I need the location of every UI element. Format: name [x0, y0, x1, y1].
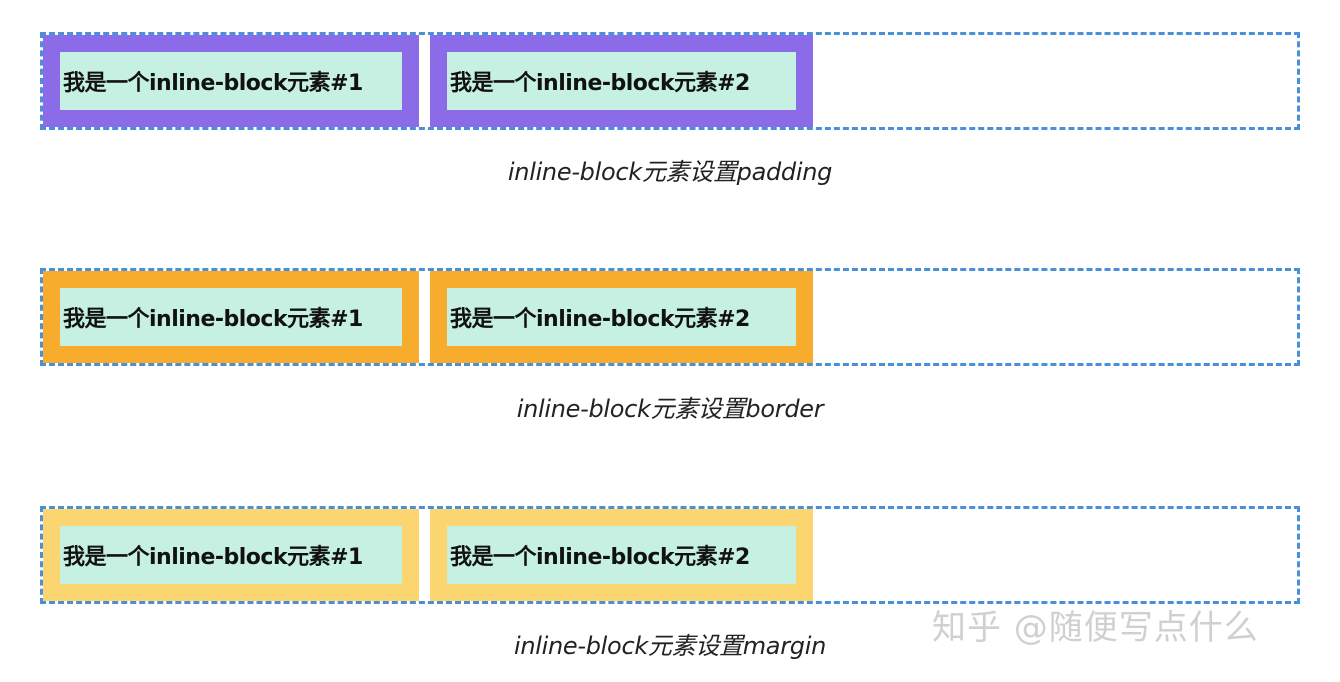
- inline-block-element-1: 我是一个inline-block元素#1: [43, 35, 419, 127]
- inline-block-element-2: 我是一个inline-block元素#2: [430, 509, 813, 601]
- inline-block-element-1: 我是一个inline-block元素#1: [43, 509, 419, 601]
- border-caption: inline-block元素设置border: [516, 395, 824, 423]
- element-1-content: 我是一个inline-block元素#1: [60, 526, 402, 584]
- zhihu-watermark: 知乎 @随便写点什么: [932, 608, 1259, 648]
- element-2-content: 我是一个inline-block元素#2: [447, 52, 796, 110]
- padding-caption: inline-block元素设置padding: [507, 158, 833, 186]
- element-2-content: 我是一个inline-block元素#2: [447, 288, 796, 346]
- element-1-content: 我是一个inline-block元素#1: [60, 52, 402, 110]
- inline-block-element-2: 我是一个inline-block元素#2: [430, 271, 813, 363]
- margin-caption: inline-block元素设置margin: [514, 632, 826, 660]
- margin-demo-container: 我是一个inline-block元素#1 我是一个inline-block元素#…: [40, 506, 1300, 604]
- border-demo-container: 我是一个inline-block元素#1 我是一个inline-block元素#…: [40, 268, 1300, 366]
- element-2-content: 我是一个inline-block元素#2: [447, 526, 796, 584]
- inline-block-element-2: 我是一个inline-block元素#2: [430, 35, 813, 127]
- padding-demo-container: 我是一个inline-block元素#1 我是一个inline-block元素#…: [40, 32, 1300, 130]
- inline-block-element-1: 我是一个inline-block元素#1: [43, 271, 419, 363]
- element-1-content: 我是一个inline-block元素#1: [60, 288, 402, 346]
